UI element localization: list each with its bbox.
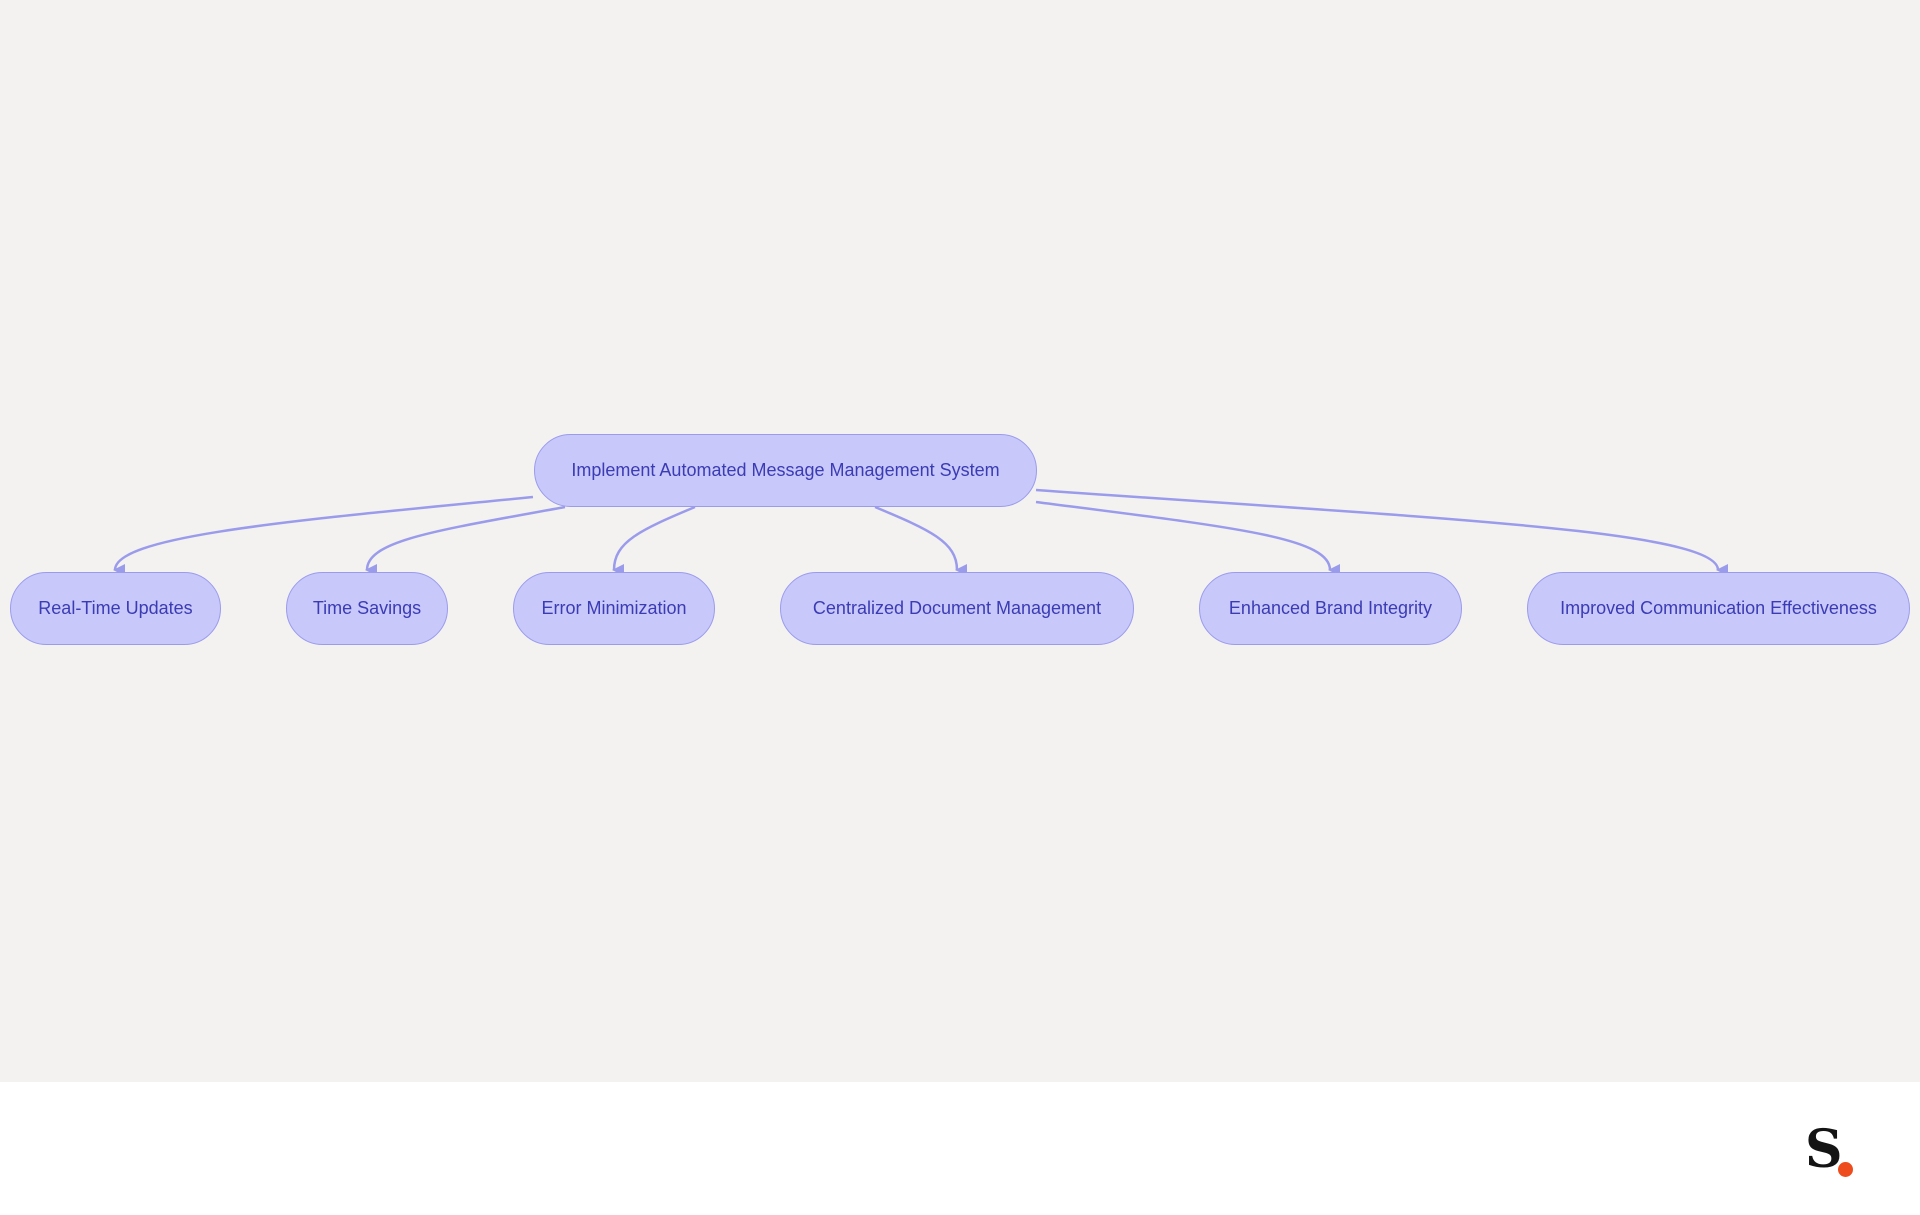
child-node-real-time-updates[interactable]: Real-Time Updates xyxy=(10,572,221,645)
brand-logo: S xyxy=(1805,1124,1865,1180)
edge-root-to-real-time-updates xyxy=(113,495,534,577)
child-node-enhanced-brand-integrity[interactable]: Enhanced Brand Integrity xyxy=(1199,572,1462,645)
edge-root-to-improved-communication-effectiveness xyxy=(1035,488,1729,576)
edge-root-to-enhanced-brand-integrity xyxy=(1035,500,1341,576)
child-node-centralized-document-management[interactable]: Centralized Document Management xyxy=(780,572,1134,645)
child-node-time-savings[interactable]: Time Savings xyxy=(286,572,448,645)
edge-root-to-centralized-document-management xyxy=(874,505,968,576)
child-node-error-minimization[interactable]: Error Minimization xyxy=(513,572,715,645)
diagram-canvas xyxy=(0,0,1920,1082)
logo-dot-icon xyxy=(1838,1162,1853,1177)
root-node[interactable]: Implement Automated Message Management S… xyxy=(534,434,1037,507)
edges-layer xyxy=(113,488,1729,577)
edge-root-to-error-minimization xyxy=(612,505,696,577)
logo-letter: S xyxy=(1805,1119,1843,1180)
footer-bar xyxy=(0,1082,1920,1215)
edge-root-to-time-savings xyxy=(365,505,566,577)
child-node-improved-communication-effectiveness[interactable]: Improved Communication Effectiveness xyxy=(1527,572,1910,645)
